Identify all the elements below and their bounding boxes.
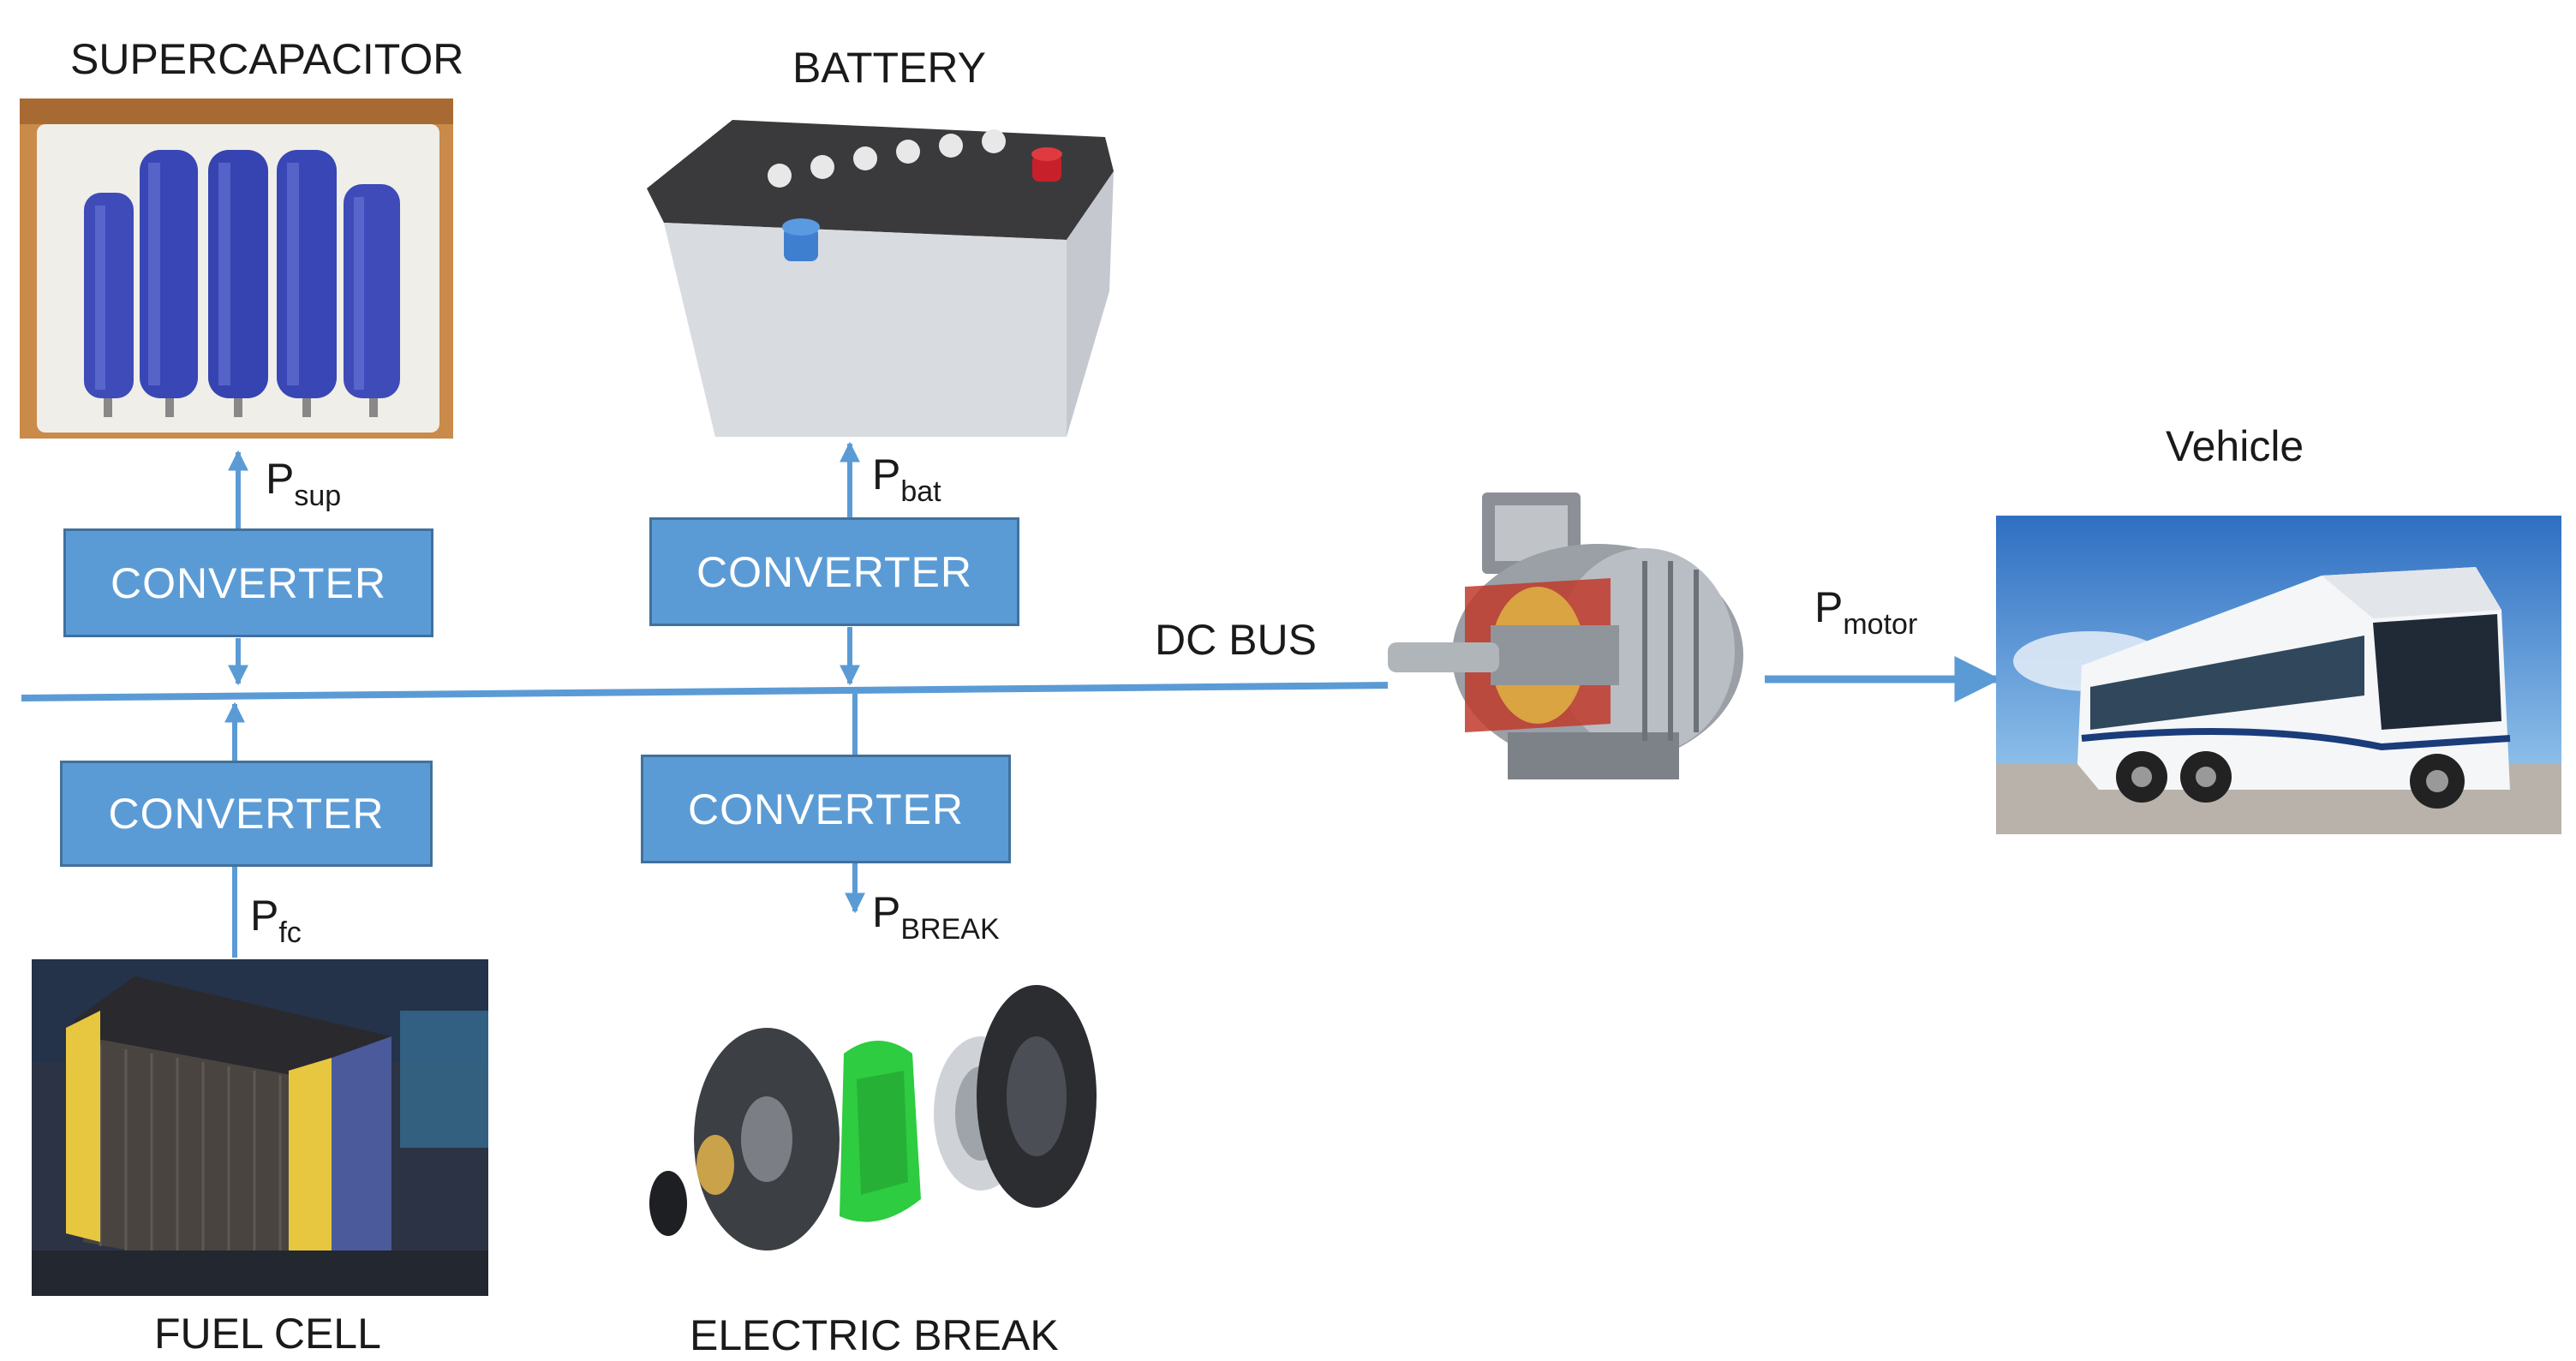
dc-bus-label: DC BUS: [1155, 616, 1317, 664]
supercapacitor-label: SUPERCAPACITOR: [70, 35, 464, 83]
break-converter: CONVERTER: [641, 755, 1011, 863]
electric-brake-photo: [621, 959, 1122, 1296]
fuel-cell-label: FUEL CELL: [154, 1310, 381, 1358]
p-fc-label: Pfc: [250, 892, 302, 949]
electric-break-label: ELECTRIC BREAK: [690, 1311, 1059, 1359]
dc-bus-line: [21, 682, 1393, 701]
p-sup-label: Psup: [266, 455, 342, 512]
p-break-label: PBREAK: [872, 888, 1000, 946]
fuel-cell-photo: [32, 959, 488, 1296]
battery-photo: [630, 94, 1122, 441]
bus-photo: [1996, 516, 2561, 834]
electric-motor-photo: [1388, 484, 1765, 801]
supercapacitor-photo: [20, 98, 453, 439]
p-bat-label: Pbat: [872, 451, 941, 508]
p-motor-label: Pmotor: [1814, 583, 1918, 641]
battery-label: BATTERY: [792, 44, 986, 92]
vehicle-label: Vehicle: [2166, 422, 2304, 470]
battery-converter: CONVERTER: [649, 517, 1019, 626]
fuel-cell-converter: CONVERTER: [60, 761, 433, 867]
supercapacitor-converter: CONVERTER: [63, 528, 433, 637]
